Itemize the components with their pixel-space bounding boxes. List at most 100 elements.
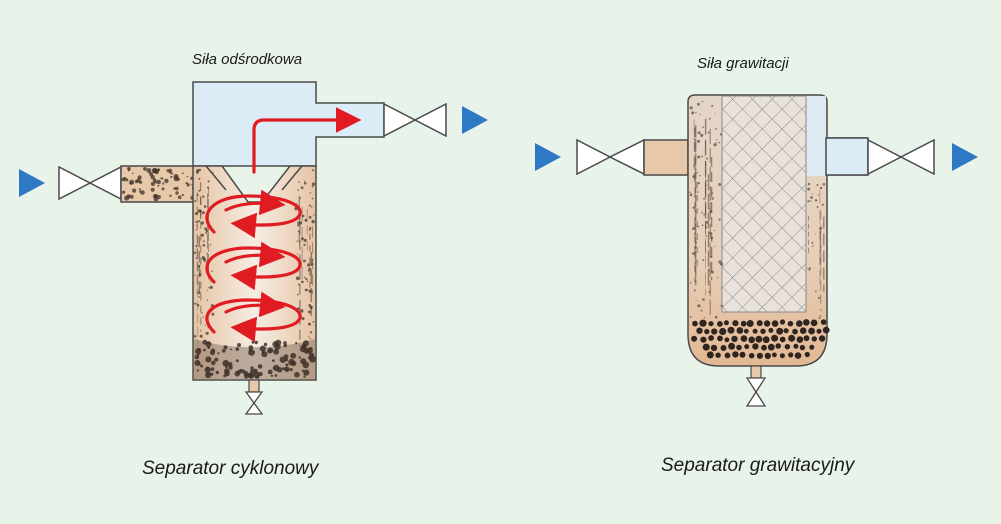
particle bbox=[310, 331, 313, 334]
particle bbox=[819, 227, 822, 230]
particle bbox=[814, 199, 817, 202]
sediment-particle bbox=[808, 327, 815, 335]
particle bbox=[300, 358, 307, 365]
sediment-particle bbox=[796, 336, 804, 343]
particle bbox=[696, 172, 698, 174]
sediment-particle bbox=[762, 336, 770, 344]
sediment-particle bbox=[803, 319, 810, 326]
particle bbox=[303, 243, 306, 246]
particle bbox=[195, 257, 198, 260]
particle bbox=[810, 196, 813, 199]
particle bbox=[272, 359, 275, 362]
particle bbox=[307, 289, 309, 291]
particle bbox=[299, 197, 302, 200]
particle bbox=[691, 111, 695, 115]
particle bbox=[205, 341, 212, 348]
particle bbox=[125, 178, 129, 182]
particle bbox=[166, 169, 170, 173]
particle bbox=[308, 228, 311, 231]
particle bbox=[273, 364, 280, 372]
outlet-valve-icon bbox=[383, 102, 447, 138]
particle bbox=[701, 224, 704, 227]
particle bbox=[196, 304, 200, 307]
outlet-valve-icon bbox=[867, 138, 935, 176]
particle bbox=[704, 184, 707, 187]
outlet-chamber bbox=[806, 96, 826, 176]
particle bbox=[308, 322, 311, 326]
drain-valve-icon bbox=[244, 391, 264, 415]
particle bbox=[196, 225, 198, 227]
particle bbox=[304, 218, 308, 222]
particle bbox=[275, 339, 282, 346]
particle bbox=[181, 193, 184, 197]
particle bbox=[235, 347, 240, 351]
gravity-force-label: Siła grawitacji bbox=[697, 55, 789, 72]
sediment-particle bbox=[787, 320, 794, 327]
sediment-particle bbox=[772, 352, 777, 358]
particle bbox=[816, 206, 819, 208]
particle bbox=[201, 312, 203, 314]
particle bbox=[198, 189, 201, 192]
sediment-particle bbox=[811, 336, 817, 342]
particle bbox=[702, 259, 705, 261]
gravity-separator bbox=[535, 94, 978, 407]
particle bbox=[311, 185, 314, 188]
particle bbox=[200, 221, 204, 225]
particle bbox=[198, 177, 201, 180]
particle bbox=[718, 260, 722, 264]
sediment-particle bbox=[700, 336, 707, 343]
particle bbox=[697, 139, 701, 143]
sediment-particle bbox=[692, 320, 698, 327]
particle bbox=[137, 175, 142, 180]
particle bbox=[708, 290, 711, 293]
particle bbox=[705, 157, 708, 160]
particle bbox=[156, 168, 160, 172]
sediment-particle bbox=[771, 334, 779, 342]
particle bbox=[196, 194, 199, 196]
particle bbox=[705, 164, 707, 166]
particle bbox=[709, 232, 712, 235]
particle bbox=[186, 175, 189, 178]
sediment-particle bbox=[796, 320, 803, 327]
particle bbox=[207, 346, 210, 350]
particle bbox=[304, 276, 306, 279]
particle bbox=[716, 139, 718, 141]
particle bbox=[304, 288, 308, 292]
sediment-particle bbox=[715, 352, 721, 358]
sediment-particle bbox=[792, 328, 798, 335]
sediment-particle bbox=[768, 327, 774, 333]
particle bbox=[689, 193, 693, 197]
particle bbox=[707, 131, 710, 134]
particle bbox=[807, 182, 811, 186]
particle bbox=[152, 178, 157, 182]
particle bbox=[289, 368, 293, 372]
particle bbox=[224, 371, 230, 377]
particle bbox=[713, 143, 717, 147]
particle bbox=[693, 165, 695, 167]
particle bbox=[215, 370, 219, 375]
particle bbox=[290, 352, 297, 359]
particle bbox=[311, 182, 316, 186]
particle bbox=[194, 200, 197, 203]
particle bbox=[263, 342, 268, 347]
particle bbox=[250, 366, 254, 370]
particle bbox=[309, 192, 312, 194]
particle bbox=[122, 190, 126, 194]
particle bbox=[156, 179, 161, 185]
particle bbox=[210, 348, 216, 353]
sediment-particle bbox=[776, 327, 784, 335]
particle bbox=[209, 244, 212, 246]
particle bbox=[201, 211, 205, 215]
particle bbox=[195, 211, 199, 215]
particle bbox=[700, 309, 703, 312]
sediment-particle bbox=[717, 321, 723, 327]
outlet-pipe bbox=[825, 137, 869, 176]
particle bbox=[199, 334, 203, 338]
particle bbox=[257, 364, 263, 369]
particle bbox=[170, 175, 173, 179]
particle bbox=[697, 225, 700, 228]
particle bbox=[714, 245, 716, 247]
particle bbox=[304, 180, 306, 182]
particle bbox=[692, 252, 695, 255]
particle bbox=[301, 317, 305, 321]
